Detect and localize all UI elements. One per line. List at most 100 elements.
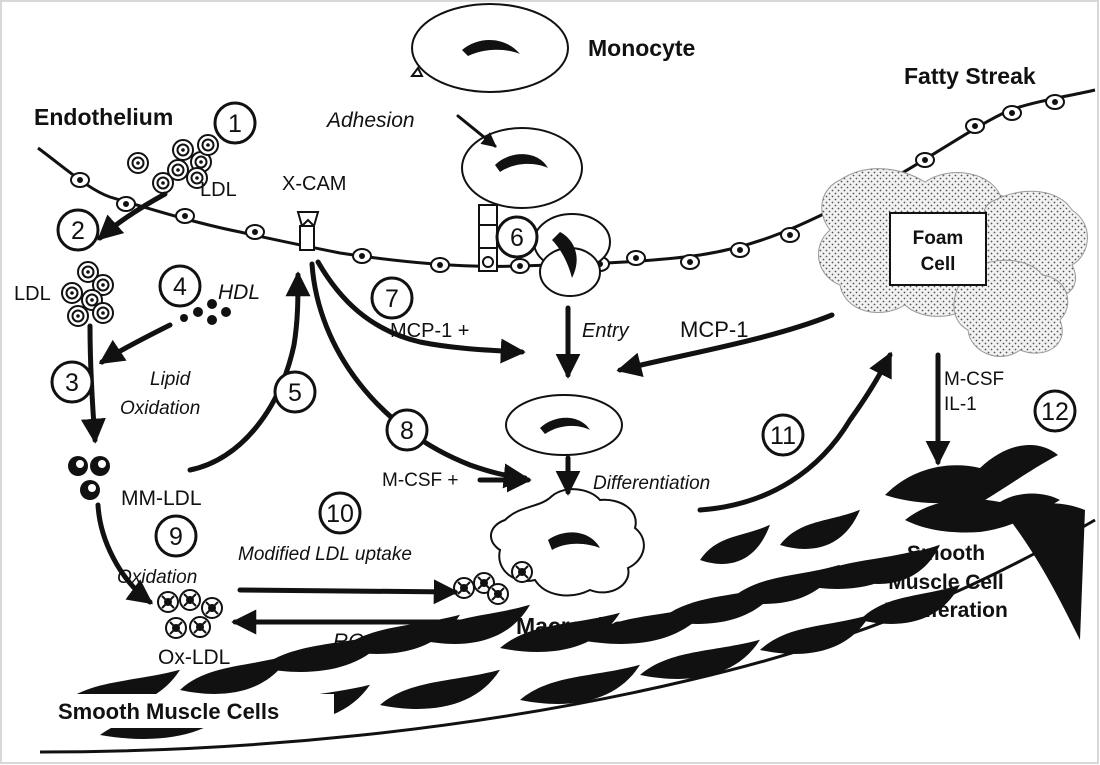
endothelial-cell <box>1046 95 1064 109</box>
ox-ldl-particle <box>512 562 532 582</box>
label-macrophage: Macrophage <box>516 613 651 639</box>
label-ldl-top: LDL <box>200 179 237 201</box>
mm-ldl-particle <box>80 480 100 500</box>
label-lipid: Lipid <box>150 369 192 390</box>
ox-ldl-particle <box>166 618 186 638</box>
label-differentiation: Differentiation <box>593 473 710 494</box>
step-number-text: 9 <box>169 523 183 551</box>
endothelial-cell <box>681 255 699 269</box>
label-il1: IL-1 <box>944 394 977 415</box>
step-3-badge: 3 <box>52 362 92 402</box>
ldl-particle <box>68 306 88 326</box>
endothelial-cell <box>117 197 135 211</box>
foam-cell-label-1: Foam <box>913 228 964 249</box>
endothelial-cell <box>627 251 645 265</box>
macrophage-cell <box>491 489 644 595</box>
ox-ldl-particle <box>180 590 200 610</box>
transmigrating-monocyte <box>534 214 610 296</box>
ldl-particle <box>93 303 113 323</box>
step-9-badge: 9 <box>156 516 196 556</box>
endothelial-cell <box>511 259 529 273</box>
step-7-badge: 7 <box>372 278 412 318</box>
smooth-muscle-cell <box>380 670 500 709</box>
step-10-badge: 10 <box>320 493 360 533</box>
step-8-badge: 8 <box>387 410 427 450</box>
endothelial-cell <box>431 258 449 272</box>
endothelial-cell <box>1003 106 1021 120</box>
step-number-text: 7 <box>385 285 399 313</box>
endothelial-cell <box>781 228 799 242</box>
label-mm-ldl: MM-LDL <box>121 487 202 510</box>
endothelial-cell <box>176 209 194 223</box>
smooth-muscle-cell <box>760 615 870 654</box>
ox-ldl-particle <box>158 592 178 612</box>
label-mcp1-left: MCP-1 + <box>390 320 469 342</box>
mm-ldl-particle <box>68 456 88 476</box>
label-ros: ROS <box>333 630 379 653</box>
step-number-text: 8 <box>400 417 414 445</box>
label-smooth-muscle-cells: Smooth Muscle Cells <box>58 699 279 724</box>
x-cam-receptor <box>298 212 318 250</box>
step-11-badge: 11 <box>763 415 803 455</box>
endothelial-cell <box>246 225 264 239</box>
step-12-badge: 12 <box>1035 391 1075 431</box>
step-number-text: 12 <box>1041 398 1069 426</box>
ldl-particle <box>153 173 173 193</box>
step-number-text: 3 <box>65 369 79 397</box>
label-hdl: HDL <box>218 281 260 304</box>
label-adhesion: Adhesion <box>325 109 415 132</box>
label-ox-ldl: Ox-LDL <box>158 646 230 669</box>
ox-ldl-particle <box>488 584 508 604</box>
intima-monocyte <box>506 395 622 455</box>
label-smc-proliferation-2: Muscle Cell <box>888 571 1004 594</box>
monocyte-cell <box>412 4 568 92</box>
label-ldl-left: LDL <box>14 283 51 305</box>
ox-ldl-particle <box>454 578 474 598</box>
label-entry: Entry <box>582 320 630 342</box>
ldl-particle <box>62 283 82 303</box>
endothelial-cell <box>966 119 984 133</box>
arrow-hdl <box>102 325 170 362</box>
ox-ldl-particle <box>190 617 210 637</box>
endothelial-cell <box>71 173 89 187</box>
endothelial-cell <box>353 249 371 263</box>
step-number-text: 5 <box>288 379 302 407</box>
label-oxidation-9: Oxidation <box>117 567 197 588</box>
step-number-text: 10 <box>326 500 354 528</box>
step-number-text: 2 <box>71 217 85 245</box>
label-endothelium: Endothelium <box>34 104 173 130</box>
label-mcp1-right: MCP-1 <box>680 317 748 342</box>
arrow-mm-to-xcam <box>190 275 298 470</box>
label-smc-proliferation-3: Proliferation <box>884 599 1008 622</box>
ox-ldl-particle <box>202 598 222 618</box>
smooth-muscle-cell <box>640 640 760 679</box>
label-monocyte: Monocyte <box>588 35 695 61</box>
step-2-badge: 2 <box>58 210 98 250</box>
label-smc-proliferation-1: Smooth <box>907 542 985 565</box>
step-number-text: 1 <box>228 110 242 138</box>
step-number-text: 11 <box>770 422 796 450</box>
ldl-particle <box>173 140 193 160</box>
endothelial-cell <box>731 243 749 257</box>
label-lipid-oxidation: Oxidation <box>120 398 200 419</box>
smooth-muscle-cell <box>780 510 860 549</box>
step-5-badge: 5 <box>275 372 315 412</box>
smooth-muscle-cell <box>700 525 770 564</box>
step-6-badge: 6 <box>497 217 537 257</box>
label-x-cam: X-CAM <box>282 173 346 195</box>
ldl-particle <box>128 153 148 173</box>
foam-cell-label-2: Cell <box>921 254 956 275</box>
foam-cells: Foam Cell <box>819 169 1088 357</box>
label-fatty-streak: Fatty Streak <box>904 63 1036 89</box>
step-1-badge: 1 <box>215 103 255 143</box>
mm-ldl-particle <box>90 456 110 476</box>
step-4-badge: 4 <box>160 266 200 306</box>
step-number-text: 4 <box>173 273 187 301</box>
ldl-particle <box>198 135 218 155</box>
step-number-text: 6 <box>510 224 524 252</box>
endothelial-cell <box>916 153 934 167</box>
label-m-csf-right: M-CSF <box>944 369 1004 390</box>
label-modified-ldl-uptake: Modified LDL uptake <box>238 544 412 565</box>
